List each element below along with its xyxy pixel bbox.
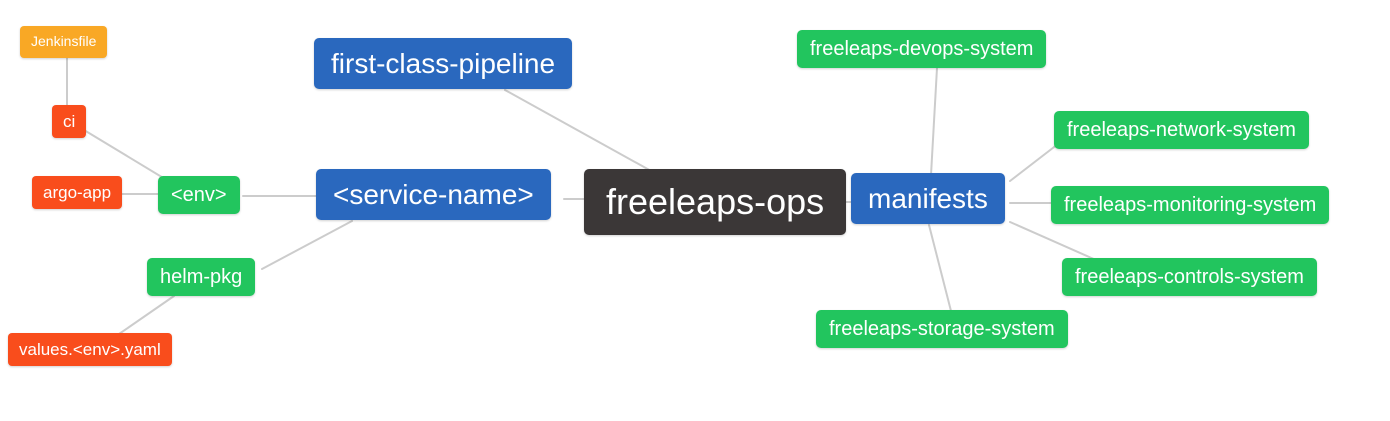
node-freeleaps-ops-root[interactable]: freeleaps-ops: [584, 169, 847, 236]
node-freeleaps-monitoring-system[interactable]: freeleaps-monitoring-system: [1051, 186, 1330, 225]
node-freeleaps-network-system[interactable]: freeleaps-network-system: [1054, 111, 1309, 150]
node-first-class-pipeline[interactable]: first-class-pipeline: [314, 38, 573, 90]
node-manifests[interactable]: manifests: [851, 173, 1005, 225]
edge-manifests-storage: [928, 224, 952, 312]
node-freeleaps-controls-system[interactable]: freeleaps-controls-system: [1062, 258, 1317, 297]
node-argo-app[interactable]: argo-app: [32, 176, 123, 210]
node-label: freeleaps-network-system: [1067, 119, 1296, 141]
node-label: freeleaps-controls-system: [1075, 266, 1304, 288]
node-label: <service-name>: [333, 179, 534, 210]
node-label: freeleaps-ops: [606, 181, 825, 222]
node-jenkinsfile[interactable]: Jenkinsfile: [20, 26, 108, 58]
node-label: argo-app: [43, 183, 112, 202]
node-service-name[interactable]: <service-name>: [316, 169, 551, 221]
node-label: Jenkinsfile: [31, 33, 97, 49]
node-label: first-class-pipeline: [331, 48, 556, 79]
node-label: helm-pkg: [160, 266, 243, 288]
edge-manifests-network: [1009, 143, 1059, 182]
node-label: manifests: [868, 183, 988, 214]
edge-fcp-ops: [504, 89, 654, 173]
edge-helm-pkg-service-name: [261, 220, 353, 270]
node-helm-pkg[interactable]: helm-pkg: [147, 258, 256, 297]
edge-manifests-devops: [930, 67, 938, 176]
node-label: ci: [63, 112, 76, 131]
node-label: freeleaps-monitoring-system: [1064, 194, 1317, 216]
node-ci[interactable]: ci: [52, 105, 87, 139]
node-label: <env>: [171, 184, 227, 206]
edge-values-helm-pkg: [118, 295, 175, 335]
node-label: freeleaps-storage-system: [829, 318, 1055, 340]
node-label: freeleaps-devops-system: [810, 38, 1034, 60]
node-label: values.<env>.yaml: [19, 340, 161, 359]
node-freeleaps-storage-system[interactable]: freeleaps-storage-system: [816, 310, 1068, 349]
node-env[interactable]: <env>: [158, 176, 240, 215]
edge-manifests-controls: [1009, 221, 1097, 261]
node-freeleaps-devops-system[interactable]: freeleaps-devops-system: [797, 30, 1047, 69]
node-values-env-yaml[interactable]: values.<env>.yaml: [8, 333, 172, 367]
edge-ci-env: [83, 129, 171, 183]
